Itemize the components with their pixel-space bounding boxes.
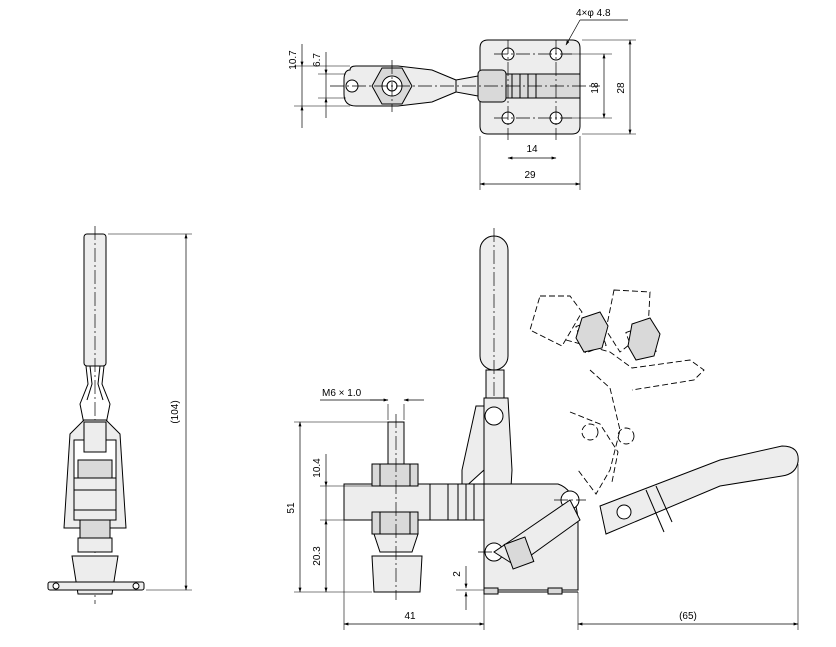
dim-10-7: 10.7 bbox=[288, 50, 299, 70]
front-view: M6 × 1.0 51 10.4 20.3 2 41 (65) bbox=[286, 228, 799, 630]
end-view: (104) bbox=[47, 226, 192, 604]
dim-6-7: 6.7 bbox=[312, 53, 323, 67]
dim-20-3: 20.3 bbox=[312, 546, 323, 566]
dim-holes: 4×φ 4.8 bbox=[576, 8, 611, 19]
dim-2: 2 bbox=[452, 571, 463, 577]
dim-10-4: 10.4 bbox=[312, 458, 323, 478]
dim-28: 28 bbox=[616, 82, 627, 94]
dim-18: 18 bbox=[590, 82, 601, 94]
dim-14: 14 bbox=[526, 144, 538, 155]
dim-104: (104) bbox=[170, 400, 181, 423]
dim-41: 41 bbox=[404, 611, 416, 622]
dim-thread: M6 × 1.0 bbox=[322, 388, 362, 399]
inclined-handle bbox=[599, 445, 799, 535]
dim-51: 51 bbox=[286, 502, 297, 514]
front-upper-nut bbox=[371, 463, 419, 487]
phantom-open-position bbox=[529, 289, 705, 495]
front-lower-nut bbox=[371, 511, 419, 535]
dim-65: (65) bbox=[679, 611, 697, 622]
top-view: 10.7 6.7 4×φ 4.8 18 28 14 29 bbox=[288, 8, 636, 190]
dim-29: 29 bbox=[524, 170, 536, 181]
